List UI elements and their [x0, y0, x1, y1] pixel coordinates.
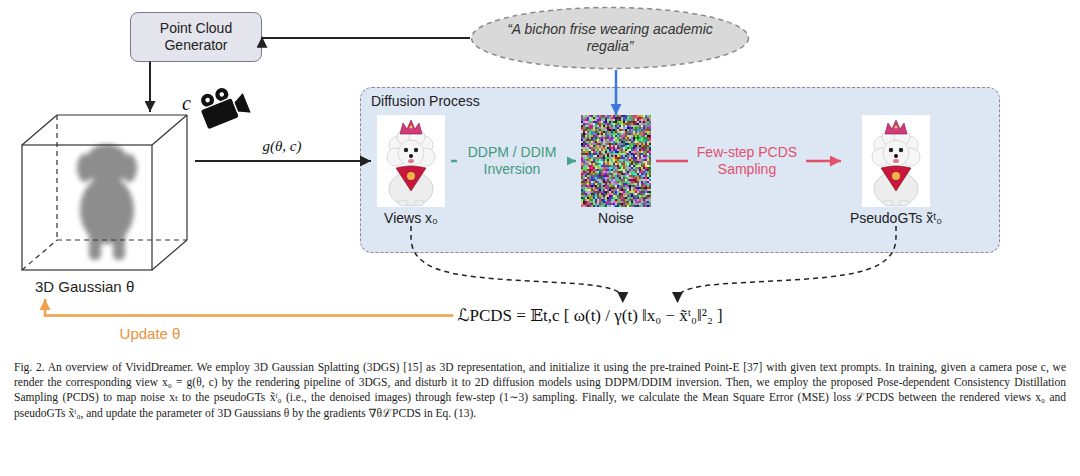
connector	[262, 37, 470, 38]
noise-node: Noise	[576, 115, 656, 226]
camera-icon	[195, 80, 252, 131]
node-text: Diffusion Process	[361, 88, 490, 114]
view-node: Views x₀	[371, 115, 451, 226]
pseudogt-node: PseudoGTs x̃ᵗ₀	[841, 115, 951, 226]
connector	[149, 62, 151, 112]
noise-picture	[581, 115, 651, 207]
figure-caption: Fig. 2. An overview of VividDreamer. We …	[14, 360, 1066, 421]
camera-label: c	[182, 92, 191, 115]
noise-image	[581, 115, 651, 207]
node-text: “A bichon frise wearing academic regalia…	[506, 21, 714, 56]
edge-label: Few-step PCDS Sampling	[688, 143, 806, 179]
prompt-bubble: “A bichon frise wearing academic regalia…	[470, 6, 750, 70]
node-text: 3D Gaussian θ	[15, 276, 195, 299]
cube-image	[22, 115, 187, 270]
dog-image	[377, 115, 445, 207]
connector	[615, 70, 618, 115]
connector	[45, 299, 453, 316]
connector	[678, 226, 897, 303]
connector	[411, 226, 623, 303]
bubble-ellipse	[472, 8, 749, 69]
connector	[195, 160, 371, 162]
node-text: Point Cloud Generator	[139, 20, 253, 54]
gaussian-node: 3D Gaussian θ	[15, 112, 195, 299]
node-text: PseudoGTs x̃ᵗ₀	[841, 210, 951, 226]
node-text: Views x₀	[371, 210, 451, 226]
loss-formula: ℒPCDS = 𝔼t,c [ ω(t) / γ(t) ‖x₀ − x̃ᵗ₀‖²₂…	[453, 303, 726, 328]
dog-picture	[862, 115, 930, 207]
cube-picture	[15, 112, 195, 272]
process-box: Point Cloud Generator	[130, 12, 262, 62]
edge-label: Update θ	[120, 325, 181, 343]
diffusion-panel: Diffusion ProcessViews x₀ Noise PseudoGTs …	[360, 87, 1000, 253]
dog-image	[862, 115, 930, 207]
edge-label: DDPM / DDIM Inversion	[457, 143, 567, 179]
edge-label: g(θ, c)	[262, 137, 301, 155]
dog-picture	[377, 115, 445, 207]
node-text: ℒPCDS = 𝔼t,c [ ω(t) / γ(t) ‖x₀ − x̃ᵗ₀‖²₂…	[457, 305, 722, 326]
node-text: Noise	[576, 210, 656, 226]
